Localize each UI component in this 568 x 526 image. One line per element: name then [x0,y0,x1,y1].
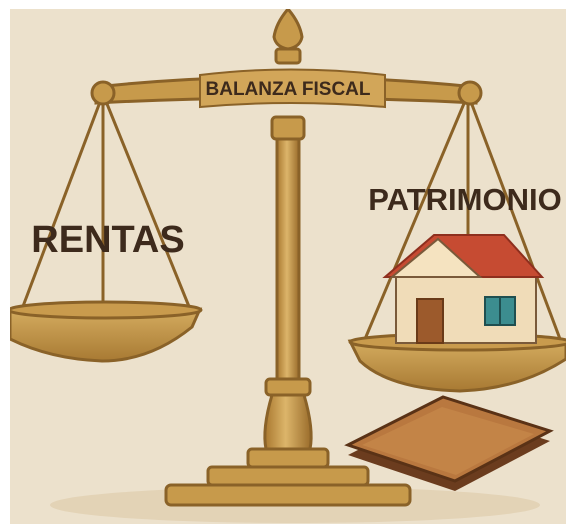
right-pan-strings [363,93,562,340]
door-icon [416,298,444,344]
beam-right-knob [457,80,483,106]
balance-scale-icon: BALANZA FISCAL RENTAS PATRIMONIO [10,9,566,523]
land-plot-icon [344,395,554,491]
beam-left-knob [90,80,116,106]
illustration-canvas: BALANZA FISCAL RENTAS PATRIMONIO [10,9,566,524]
scale-column [164,115,412,507]
house-icon [382,234,545,344]
scale-finial [272,9,304,65]
left-label-rentas: RENTAS [31,219,184,261]
scale-beam [90,68,483,109]
right-label-patrimonio: PATRIMONIO [368,182,561,217]
scale-title: BALANZA FISCAL [206,79,371,100]
left-pan-strings [20,93,192,310]
left-pan [10,300,203,363]
